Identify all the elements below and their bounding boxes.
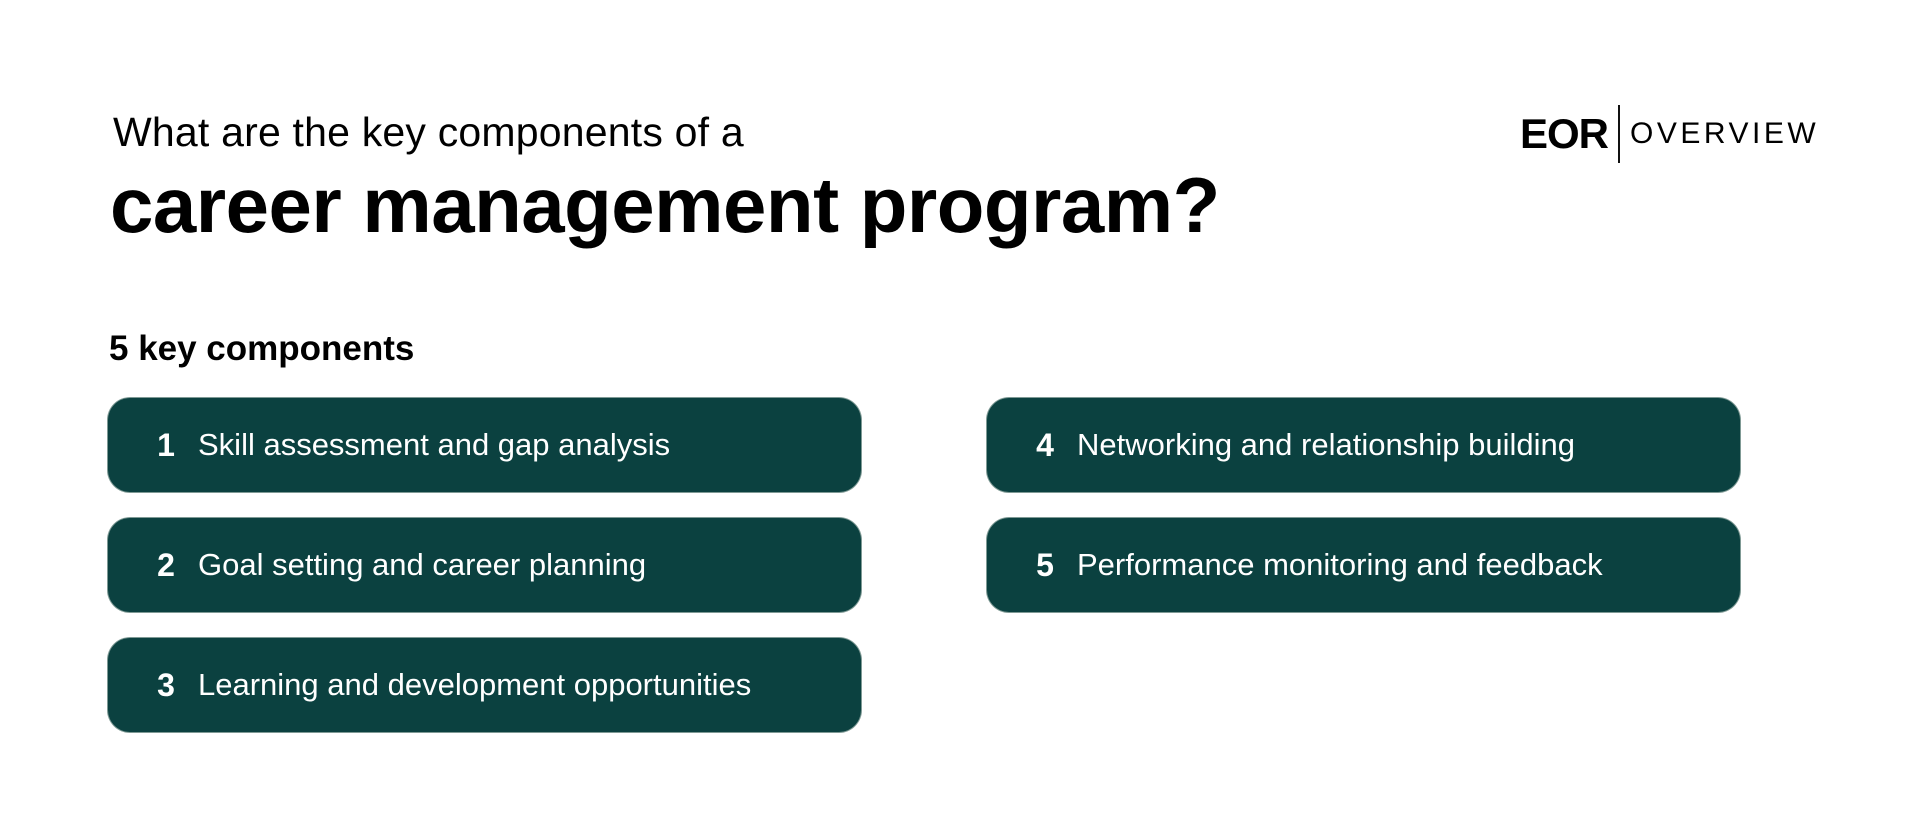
logo-divider (1618, 105, 1621, 163)
logo-subtitle: OVERVIEW (1630, 117, 1820, 150)
component-card-5: 5 Performance monitoring and feedback (987, 518, 1740, 612)
component-label: Skill assessment and gap analysis (198, 427, 671, 462)
component-label: Goal setting and career planning (198, 547, 647, 582)
section-heading: 5 key components (109, 329, 415, 368)
page-title: career management program? (110, 161, 1220, 249)
logo-brand: EOR (1520, 110, 1609, 157)
brand-logo: EOR OVERVIEW (1520, 104, 1819, 164)
component-label: Networking and relationship building (1077, 427, 1576, 462)
component-card-1: 1 Skill assessment and gap analysis (108, 398, 861, 492)
component-number: 3 (157, 666, 175, 703)
component-label: Performance monitoring and feedback (1077, 547, 1603, 582)
component-card-4: 4 Networking and relationship building (987, 398, 1740, 492)
component-number: 2 (157, 546, 175, 583)
component-number: 5 (1036, 546, 1054, 583)
component-number: 1 (157, 426, 175, 463)
component-number: 4 (1036, 426, 1054, 463)
component-card-3: 3 Learning and development opportunities (108, 638, 861, 732)
page-subtitle: What are the key components of a (113, 109, 744, 155)
component-card-2: 2 Goal setting and career planning (108, 518, 861, 612)
component-label: Learning and development opportunities (198, 667, 752, 702)
